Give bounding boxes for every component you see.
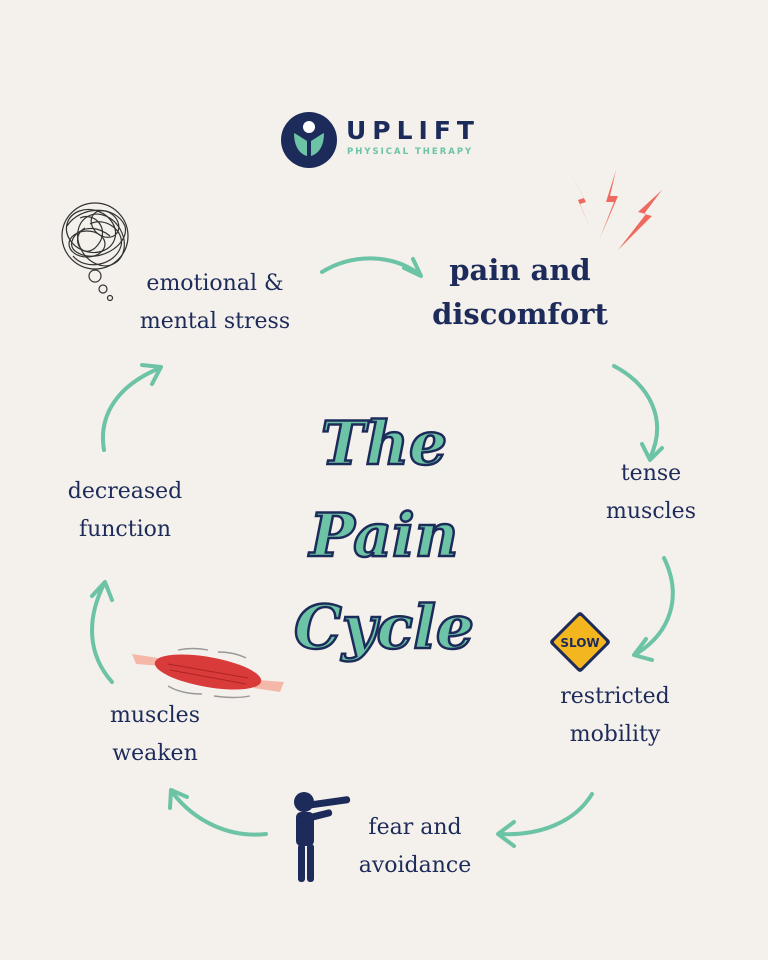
step-decreased-function: decreased function (50, 473, 200, 549)
cycle-arrow (612, 364, 664, 462)
step-tense-muscles: tense muscles (576, 455, 726, 531)
step-line: mental stress (139, 309, 291, 334)
logo-icon (281, 112, 337, 168)
step-fear-and-avoidance: fear and avoidance (340, 809, 490, 885)
step-line: restricted (560, 684, 670, 709)
cycle-arrow (101, 363, 163, 452)
step-line: function (78, 517, 172, 542)
slow-sign-text: SLOW (560, 636, 599, 650)
step-line: emotional & (146, 271, 284, 296)
avoidance-person-icon (294, 792, 351, 882)
thought-scribble-icon (61, 202, 129, 302)
logo-name: UPLIFT (346, 116, 480, 145)
step-muscles-weaken: muscles weaken (80, 697, 230, 773)
step-line: mobility (569, 722, 661, 747)
cycle-arrow (90, 580, 114, 684)
title-line: The (320, 408, 449, 481)
step-line: decreased (67, 479, 183, 504)
page-title: The Pain Cycle (234, 398, 534, 674)
step-pain-and-discomfort: pain and discomfort (410, 248, 630, 336)
logo-tagline: PHYSICAL THERAPY (347, 147, 474, 157)
cycle-arrow (632, 556, 675, 662)
step-line: avoidance (358, 853, 472, 878)
title-line: Cycle (293, 592, 476, 665)
step-line: pain and (449, 253, 591, 287)
lightning-icon (570, 170, 662, 250)
step-line: muscles (606, 499, 696, 524)
step-restricted-mobility: restricted mobility (530, 678, 700, 754)
step-emotional-mental-stress: emotional & mental stress (120, 265, 310, 341)
title-line: Pain (308, 500, 459, 573)
step-line: fear and (368, 815, 462, 840)
step-line: muscles (110, 703, 200, 728)
cycle-arrow (320, 256, 423, 278)
slow-sign-icon: SLOW (550, 612, 610, 672)
cycle-arrow (168, 788, 268, 837)
step-line: discomfort (432, 297, 608, 331)
cycle-arrow (496, 792, 594, 848)
step-line: tense (620, 461, 682, 486)
muscle-icon (132, 647, 284, 699)
step-line: weaken (112, 741, 198, 766)
